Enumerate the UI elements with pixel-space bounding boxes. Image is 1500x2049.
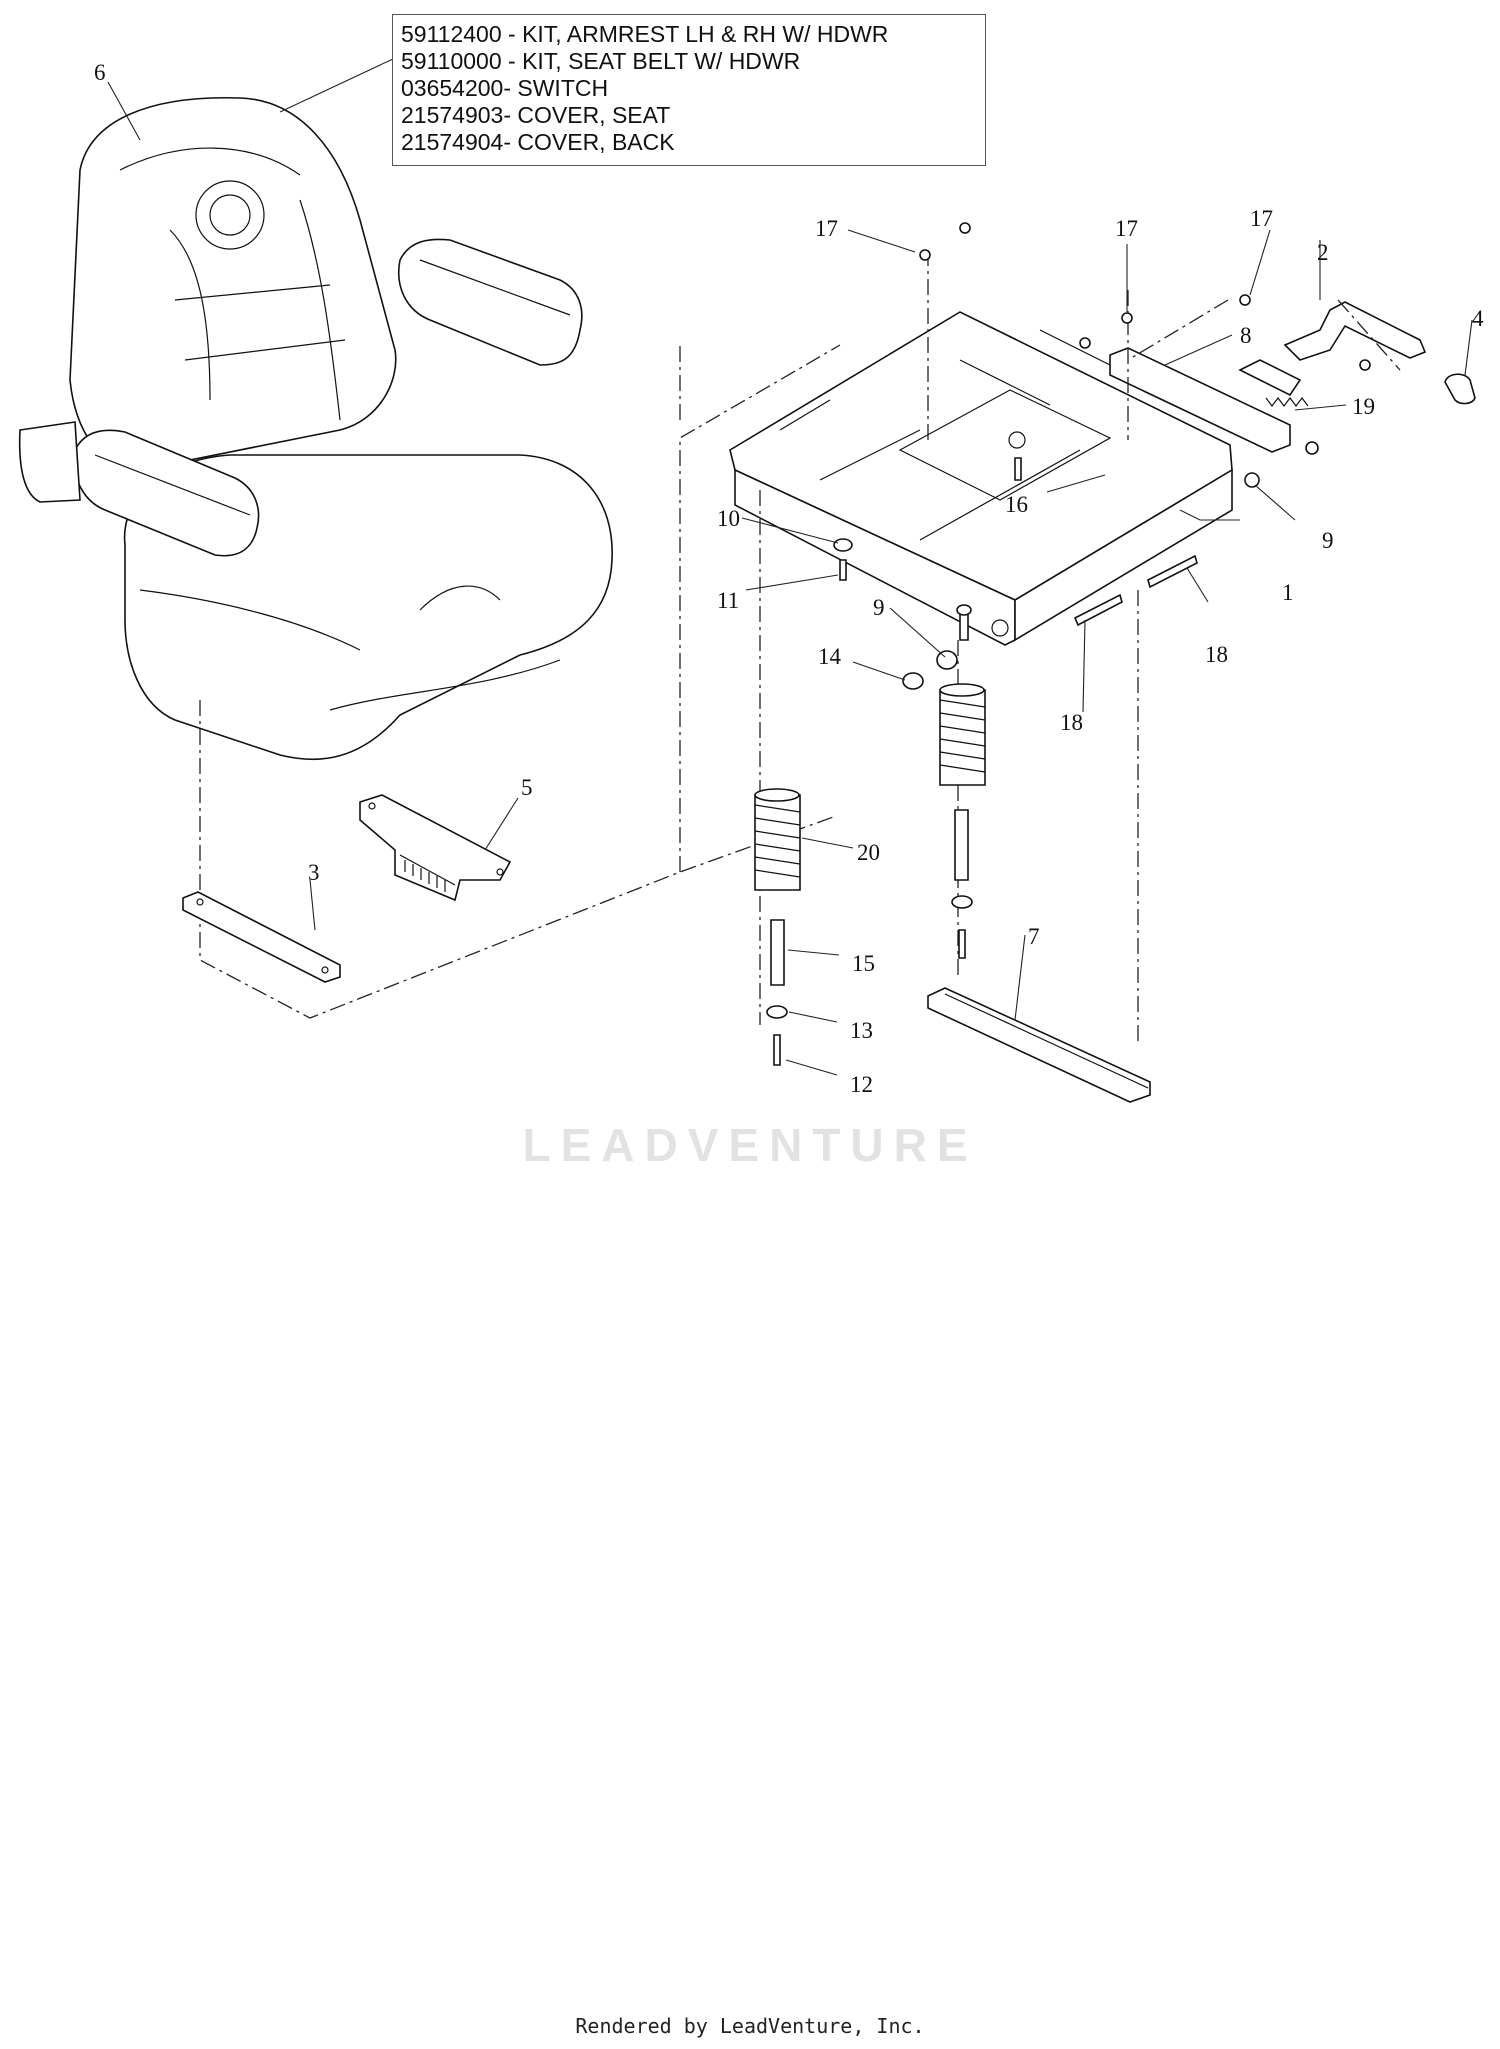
part-3-plate (182, 891, 341, 983)
callout-11: 11 (717, 588, 739, 613)
callout-4: 4 (1472, 306, 1484, 331)
callout-5: 5 (521, 775, 533, 800)
parts-legend-box: 59112400 - KIT, ARMREST LH & RH W/ HDWR … (392, 14, 986, 166)
callout-15: 15 (852, 951, 875, 976)
part-19-spring (1265, 397, 1309, 407)
callout-17b: 17 (1115, 216, 1138, 241)
footer-credit: Rendered by LeadVenture, Inc. (575, 2014, 925, 2038)
callout-8: 8 (1240, 323, 1252, 348)
callout-6: 6 (94, 60, 106, 85)
part-1-seat-base (729, 311, 1233, 646)
callout-3: 3 (308, 860, 320, 885)
part-5-bracket (359, 794, 512, 902)
part-2-handle (1283, 301, 1427, 361)
callout-13: 13 (850, 1018, 873, 1043)
part-4-clip (1444, 373, 1476, 405)
callout-19: 19 (1352, 394, 1375, 419)
callout-2: 2 (1317, 240, 1329, 265)
callout-7: 7 (1028, 924, 1040, 949)
part-9-bushing-upper (1244, 441, 1319, 488)
part-17-nuts (919, 222, 1371, 371)
legend-line-2: 59110000 - KIT, SEAT BELT W/ HDWR (401, 48, 801, 74)
spring-left-20 (754, 788, 801, 891)
part-7-rail (927, 987, 1151, 1103)
seat-assembly (18, 96, 613, 761)
spring-right (939, 683, 986, 786)
callout-10: 10 (717, 506, 740, 531)
callout-17a: 17 (815, 216, 838, 241)
callout-17c: 17 (1250, 206, 1273, 231)
callout-9b: 9 (873, 595, 885, 620)
callout-12: 12 (850, 1072, 873, 1097)
part-8-bracket (1109, 347, 1302, 453)
callout-18a: 18 (1205, 642, 1228, 667)
legend-line-3: 03654200- SWITCH (401, 75, 609, 101)
callout-14: 14 (818, 644, 842, 669)
watermark: LEADVENTURE (522, 1119, 978, 1171)
callout-9a: 9 (1322, 528, 1334, 553)
legend-line-5: 21574904- COVER, BACK (401, 129, 675, 155)
callout-16: 16 (1005, 492, 1028, 517)
callout-1: 1 (1282, 580, 1294, 605)
legend-line-1: 59112400 - KIT, ARMREST LH & RH W/ HDWR (401, 21, 889, 47)
callout-20: 20 (857, 840, 880, 865)
callout-18b: 18 (1060, 710, 1083, 735)
legend-line-4: 21574903- COVER, SEAT (401, 102, 671, 128)
